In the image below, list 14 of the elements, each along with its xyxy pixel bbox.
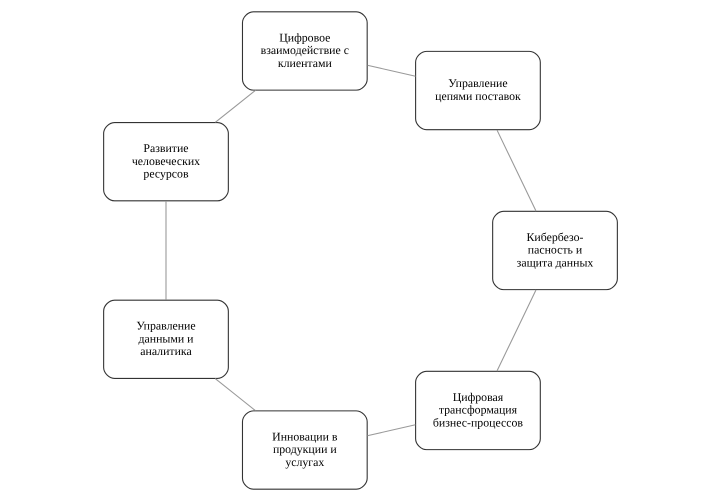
node-box: Кибербезо- пасность и защита данных xyxy=(492,210,618,290)
connector xyxy=(214,378,256,412)
node-box: Цифровое взаимодействие с клиентами xyxy=(241,11,368,91)
connector xyxy=(366,64,416,77)
node-box: Развитие человеческих ресурсов xyxy=(102,122,228,202)
connector xyxy=(496,290,536,372)
node-box: Управление цепями поставок xyxy=(414,50,540,130)
node-box: Управление данными и аналитика xyxy=(102,300,228,379)
node-box: Цифровая трансформация бизнес-процессов xyxy=(414,370,540,450)
connector xyxy=(164,201,166,300)
connector xyxy=(214,90,256,123)
connector xyxy=(496,130,536,212)
node-box: Инновации в продукции и услугах xyxy=(241,410,368,490)
connector xyxy=(366,424,416,436)
